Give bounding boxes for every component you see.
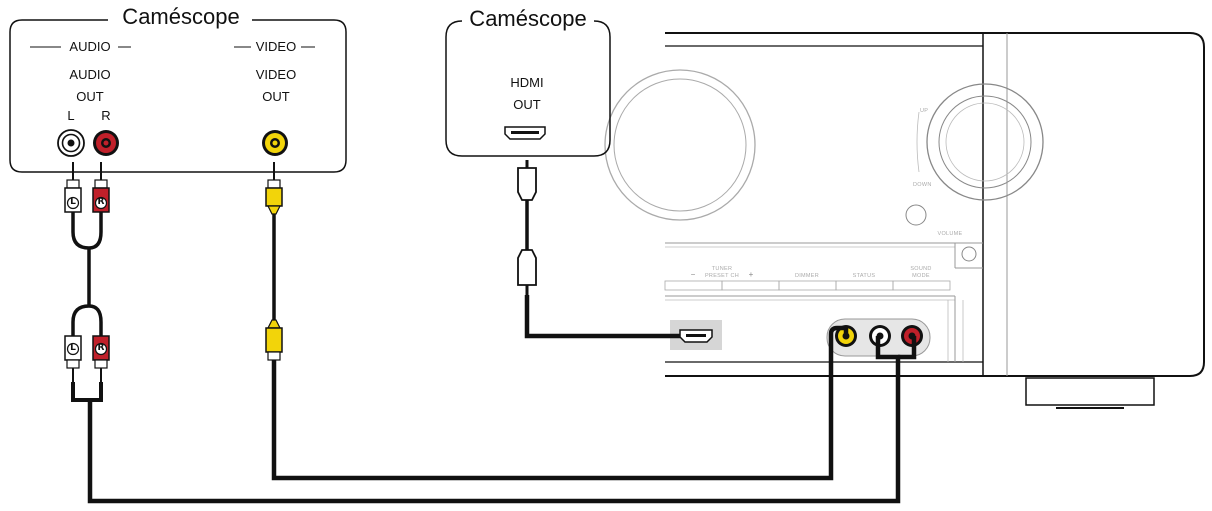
up-label: UP	[920, 108, 929, 114]
audio-header-label: AUDIO	[69, 39, 111, 54]
receiver-foot	[1025, 377, 1155, 406]
camcorder-hdmi	[445, 20, 611, 157]
camcorder-hdmi-title: Caméscope	[466, 6, 590, 32]
mode-label: MODE	[912, 273, 930, 279]
quick-select-button[interactable]	[905, 204, 927, 226]
preset-minus-label: −	[690, 270, 696, 279]
camcorder-audio-l-jack[interactable]	[57, 129, 85, 157]
video-out-label-line2: OUT	[262, 89, 290, 104]
hdmi-out-label-line1: HDMI	[510, 75, 544, 90]
plug-letter-r-top: R	[97, 197, 105, 207]
dimmer-button[interactable]	[778, 280, 837, 291]
video-plug-bottom	[265, 327, 283, 353]
preset-plus-label: +	[748, 270, 754, 279]
front-hdmi-port-pins	[686, 334, 706, 337]
volume-knob[interactable]	[926, 83, 1044, 201]
tuner-label: TUNER	[711, 266, 733, 272]
camcorder-hdmi-frame	[445, 20, 611, 157]
video-header-label: VIDEO	[255, 39, 297, 54]
hdmi-out-label-line2: OUT	[513, 97, 541, 112]
audio-out-label-line1: AUDIO	[69, 67, 111, 82]
camcorder-analog-frame	[9, 19, 347, 173]
camcorder-video-jack[interactable]	[262, 130, 288, 156]
video-plug-top	[265, 187, 283, 207]
sound-mode-button[interactable]	[892, 280, 951, 291]
audio-out-label-line2: OUT	[76, 89, 104, 104]
preset-ch-label: PRESET CH	[704, 273, 740, 279]
video-cable	[265, 162, 849, 481]
camcorder-audio-r-jack[interactable]	[93, 130, 119, 156]
status-label: STATUS	[852, 273, 876, 279]
sound-label: SOUND	[910, 266, 932, 272]
button-row	[664, 280, 951, 291]
plug-letter-l-top: L	[70, 197, 76, 207]
video-out-label-line1: VIDEO	[255, 67, 297, 82]
receiver	[604, 32, 1205, 409]
camcorder-hdmi-port-pins	[511, 131, 539, 134]
plug-letter-l-bottom: L	[70, 343, 76, 353]
dimmer-label: DIMMER	[794, 273, 820, 279]
camcorder-analog-title: Caméscope	[119, 4, 243, 30]
small-round-button[interactable]	[961, 246, 977, 262]
volume-arc	[916, 111, 920, 173]
input-knob	[604, 69, 756, 221]
receiver-body	[665, 32, 1205, 377]
hdmi-plug-top	[517, 167, 537, 201]
preset-minus-button[interactable]	[664, 280, 723, 291]
volume-label: VOLUME	[937, 231, 963, 237]
right-channel-label: R	[101, 108, 111, 123]
plug-letter-r-bottom: R	[97, 343, 105, 353]
hdmi-plug-bottom	[517, 249, 537, 286]
left-channel-label: L	[67, 108, 75, 123]
preset-plus-button[interactable]	[721, 280, 780, 291]
hdmi-cable	[517, 160, 680, 339]
camcorder-analog	[9, 19, 347, 173]
down-label: DOWN	[913, 182, 932, 188]
audio-cable	[64, 162, 917, 504]
status-button[interactable]	[835, 280, 894, 291]
